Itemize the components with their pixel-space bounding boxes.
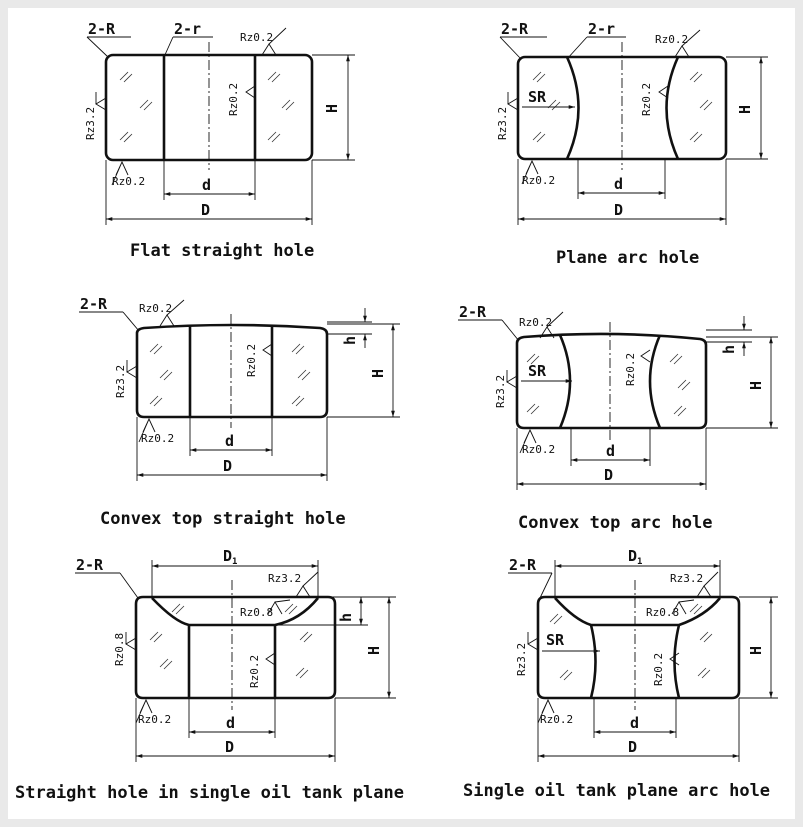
dim-d: d <box>606 442 615 460</box>
dim-H: H <box>369 369 387 378</box>
diagram-convex-top-arc-hole: 2-R Rz0.2 Rz3.2 Rz0.2 SR Rz0.2 h H d D <box>458 303 778 490</box>
radius-label: 2-R <box>459 303 487 321</box>
roughness-chamfer: Rz0.8 <box>240 606 273 619</box>
dim-D: D <box>225 738 234 756</box>
sphere-radius-label: SR <box>528 362 547 380</box>
dim-d: d <box>202 176 211 194</box>
sphere-radius-label: SR <box>546 631 565 649</box>
dim-h: h <box>720 345 738 354</box>
radius-label: 2-R <box>80 295 108 313</box>
dim-D1: D1 <box>628 547 642 567</box>
dim-H: H <box>747 646 765 655</box>
roughness-bottom: Rz0.2 <box>522 443 555 456</box>
body-outline <box>104 53 314 162</box>
dim-d: d <box>226 714 235 732</box>
body-outline <box>134 595 337 700</box>
body-outline <box>536 595 741 700</box>
roughness-top: Rz3.2 <box>670 572 703 585</box>
caption-plane-arc-hole: Plane arc hole <box>556 248 700 268</box>
diagram-convex-top-straight-hole: 2-R Rz0.2 Rz3.2 Rz0.2 Rz0.2 h H d D <box>79 295 400 481</box>
radius-label: 2-R <box>501 20 529 38</box>
roughness-bottom: Rz0.2 <box>141 432 174 445</box>
dim-D: D <box>628 738 637 756</box>
dim-D1: D1 <box>223 547 237 567</box>
small-radius-label: 2-r <box>174 20 201 38</box>
roughness-bottom: Rz0.2 <box>522 174 555 187</box>
roughness-side: Rz0.8 <box>113 633 126 666</box>
dim-H: H <box>365 646 383 655</box>
caption-convex-top-arc-hole: Convex top arc hole <box>518 513 713 533</box>
radius-label: 2-R <box>509 556 537 574</box>
dim-D: D <box>614 201 623 219</box>
body-outline <box>515 332 708 430</box>
roughness-side: Rz3.2 <box>494 375 507 408</box>
caption-flat-straight-hole: Flat straight hole <box>130 241 315 261</box>
caption-convex-top-straight-hole: Convex top straight hole <box>100 509 346 529</box>
body-outline <box>516 55 728 161</box>
dim-d: d <box>614 175 623 193</box>
radius-label: 2-R <box>88 20 116 38</box>
roughness-bottom: Rz0.2 <box>540 713 573 726</box>
roughness-chamfer: Rz0.8 <box>646 606 679 619</box>
dim-H: H <box>323 104 341 113</box>
diagram-oil-tank-arc-hole: 2-R D1 Rz3.2 Rz0.8 Rz3.2 Rz0.2 SR Rz0.2 … <box>508 547 778 762</box>
roughness-side: Rz3.2 <box>496 107 509 140</box>
roughness-inner: Rz0.2 <box>640 83 653 116</box>
body-outline <box>135 323 329 419</box>
dim-D: D <box>201 201 210 219</box>
diagram-flat-straight-hole: 2-R 2-r Rz0.2 Rz3.2 Rz0.2 Rz0.2 d D H <box>84 20 355 225</box>
radius-label: 2-R <box>76 556 104 574</box>
roughness-inner: Rz0.2 <box>652 653 665 686</box>
caption-straight-hole-oil-tank: Straight hole in single oil tank plane <box>15 783 404 803</box>
dim-H: H <box>747 381 765 390</box>
roughness-top: Rz3.2 <box>268 572 301 585</box>
roughness-bottom: Rz0.2 <box>138 713 171 726</box>
roughness-inner: Rz0.2 <box>248 655 261 688</box>
roughness-top: Rz0.2 <box>240 31 273 44</box>
drawing-sheet: 2-R 2-r Rz0.2 Rz3.2 Rz0.2 Rz0.2 d D H <box>8 8 795 819</box>
roughness-side: Rz3.2 <box>114 365 127 398</box>
roughness-top: Rz0.2 <box>519 316 552 329</box>
sphere-radius-label: SR <box>528 88 547 106</box>
diagram-plane-arc-hole: 2-R 2-r Rz0.2 Rz3.2 Rz0.2 SR Rz0.2 d D H <box>496 20 768 225</box>
dim-h: h <box>337 613 355 622</box>
dim-h: h <box>341 336 359 345</box>
dim-H: H <box>736 105 754 114</box>
dim-D: D <box>223 457 232 475</box>
roughness-side: Rz3.2 <box>515 643 528 676</box>
roughness-bottom: Rz0.2 <box>112 175 145 188</box>
roughness-inner: Rz0.2 <box>245 344 258 377</box>
roughness-inner: Rz0.2 <box>624 353 637 386</box>
small-radius-label: 2-r <box>588 20 615 38</box>
technical-drawings: 2-R 2-r Rz0.2 Rz3.2 Rz0.2 Rz0.2 d D H <box>75 20 778 762</box>
roughness-top: Rz0.2 <box>655 33 688 46</box>
roughness-top: Rz0.2 <box>139 302 172 315</box>
roughness-side: Rz3.2 <box>84 107 97 140</box>
dim-d: d <box>630 714 639 732</box>
roughness-inner: Rz0.2 <box>227 83 240 116</box>
dim-D: D <box>604 466 613 484</box>
diagram-straight-hole-oil-tank: 2-R D1 Rz3.2 Rz0.8 Rz0.8 Rz0.2 Rz0.2 h H… <box>75 547 396 762</box>
dim-d: d <box>225 432 234 450</box>
caption-oil-tank-arc-hole: Single oil tank plane arc hole <box>463 781 771 801</box>
